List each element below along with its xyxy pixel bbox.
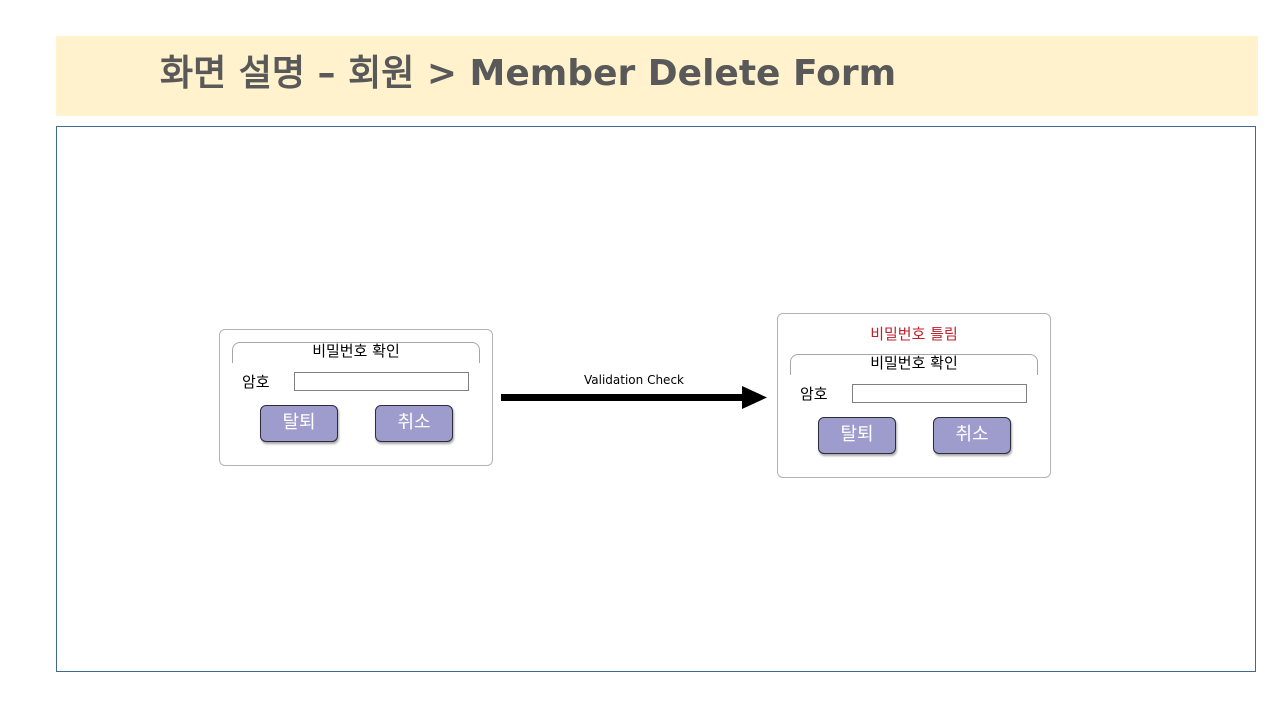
form-legend-label: 비밀번호 확인	[312, 342, 400, 360]
form-legend: 비밀번호 확인	[232, 342, 480, 363]
password-label: 암호	[800, 385, 828, 403]
cancel-button[interactable]: 취소	[933, 417, 1011, 454]
content-frame	[56, 126, 1256, 672]
delete-button[interactable]: 탈퇴	[818, 417, 896, 454]
form-legend-label: 비밀번호 확인	[870, 354, 958, 372]
form-legend: 비밀번호 확인	[790, 354, 1038, 375]
error-message: 비밀번호 틀림	[870, 325, 958, 343]
delete-button[interactable]: 탈퇴	[260, 405, 338, 442]
delete-form-error: 비밀번호 틀림 비밀번호 확인 암호 탈퇴 취소	[777, 313, 1051, 478]
delete-form-before: 비밀번호 확인 암호 탈퇴 취소	[219, 329, 493, 466]
cancel-button[interactable]: 취소	[375, 405, 453, 442]
password-input[interactable]	[294, 372, 469, 391]
password-label: 암호	[242, 373, 270, 391]
page-title: 화면 설명 – 회원 > Member Delete Form	[160, 53, 897, 94]
title-bar: 화면 설명 – 회원 > Member Delete Form	[56, 36, 1258, 116]
password-input[interactable]	[852, 384, 1027, 403]
arrow-label: Validation Check	[584, 373, 684, 387]
arrow-right-icon	[501, 386, 767, 409]
